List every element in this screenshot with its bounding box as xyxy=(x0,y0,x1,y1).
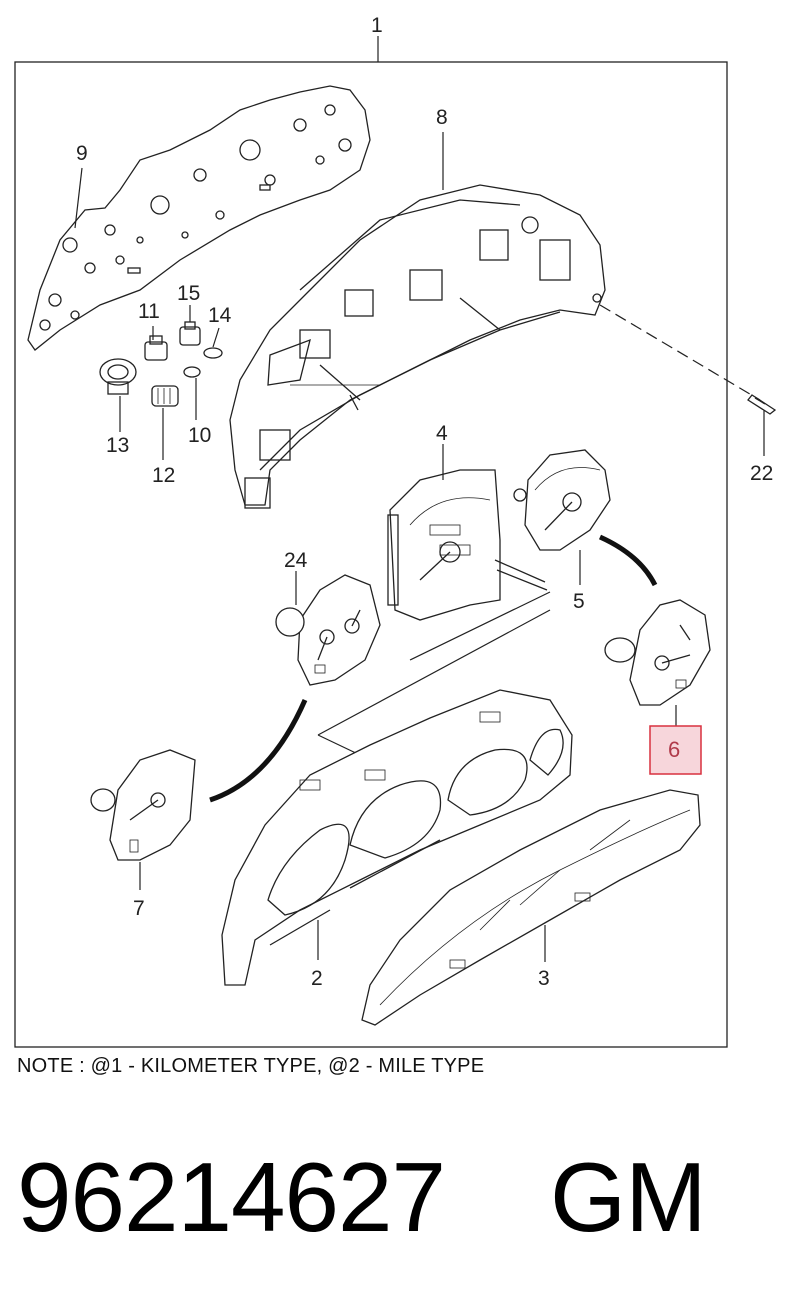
arrow-24-to-7 xyxy=(209,698,308,803)
socket-part-13[interactable] xyxy=(99,358,137,395)
diagram-note: NOTE : @1 - KILOMETER TYPE, @2 - MILE TY… xyxy=(17,1055,485,1077)
lens-part-3[interactable] xyxy=(361,789,701,1026)
callout-8: 8 xyxy=(436,106,448,129)
socket-part-15[interactable] xyxy=(179,321,201,346)
callout-7: 7 xyxy=(133,897,145,920)
callout-6: 6 xyxy=(668,737,680,762)
bezel-part-2[interactable] xyxy=(221,689,573,986)
part-number: 96214627 xyxy=(17,1142,446,1252)
screw-part-22[interactable] xyxy=(747,394,777,415)
bulb-part-14[interactable] xyxy=(203,347,223,359)
callout-15: 15 xyxy=(177,282,200,305)
tachometer-part-5[interactable] xyxy=(513,449,611,551)
brand-name: GM xyxy=(549,1142,707,1252)
gauge-part-24[interactable] xyxy=(275,574,381,686)
gauge-part-7[interactable] xyxy=(90,749,196,861)
bulb-part-10[interactable] xyxy=(183,366,201,378)
leader-dashed-lens xyxy=(317,609,551,736)
callout-4: 4 xyxy=(436,422,448,445)
callout-24: 24 xyxy=(284,549,308,572)
part-number-line: 96214627 GM xyxy=(17,1148,707,1246)
callout-11: 11 xyxy=(138,300,160,323)
case-housing-part-8[interactable] xyxy=(229,184,606,509)
speedometer-part-4[interactable] xyxy=(387,469,548,621)
callout-3: 3 xyxy=(538,967,550,990)
leader-14 xyxy=(212,327,220,348)
callout-1: 1 xyxy=(371,14,383,37)
callout-5: 5 xyxy=(573,590,585,613)
printed-circuit-part-9[interactable] xyxy=(27,85,371,351)
highlight-box-6[interactable] xyxy=(649,725,702,775)
callout-14: 14 xyxy=(208,304,232,327)
leader-22-dashed xyxy=(599,304,761,401)
socket-part-12[interactable] xyxy=(151,385,179,407)
callout-10: 10 xyxy=(188,424,211,447)
callout-12: 12 xyxy=(152,464,175,487)
callout-22: 22 xyxy=(750,462,773,485)
leader-9 xyxy=(74,167,83,229)
gauge-part-6[interactable] xyxy=(604,599,711,706)
callout-13: 13 xyxy=(106,434,129,457)
socket-part-11[interactable] xyxy=(144,335,168,361)
arrow-5-to-6 xyxy=(598,534,658,587)
leader-dashed-lens2 xyxy=(317,734,361,756)
leader-4-dashed xyxy=(409,591,551,661)
diagram-frame xyxy=(14,61,728,1048)
callout-2: 2 xyxy=(311,967,323,990)
callout-9: 9 xyxy=(76,142,88,165)
exploded-parts-diagram: 1 9 8 22 xyxy=(14,14,777,1048)
